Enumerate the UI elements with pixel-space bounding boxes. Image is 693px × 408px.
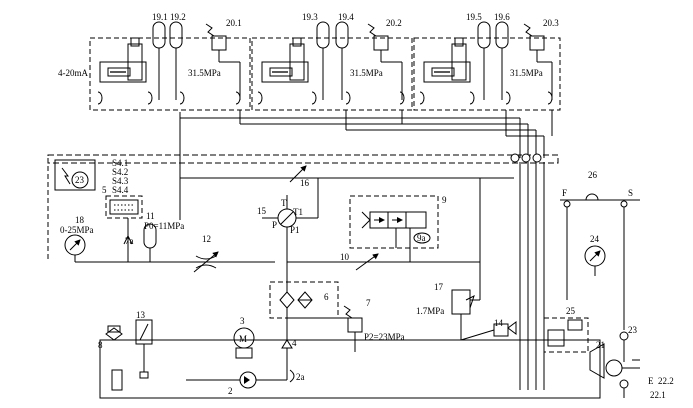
label-11: 11 (146, 211, 155, 221)
label-p: P (272, 220, 277, 230)
label-13: 13 (136, 310, 146, 320)
check-valve-4 (281, 339, 293, 368)
accumulator-unit-3 (413, 21, 561, 111)
label-9a: 9a (417, 233, 426, 243)
label-s4-3: S4.3 (112, 176, 129, 186)
label-22-1: 22.1 (650, 390, 666, 400)
label-26: 26 (588, 170, 598, 180)
label-f: F (562, 188, 567, 198)
label-18-range: 0-25MPa (60, 225, 94, 235)
label-25: 25 (566, 306, 576, 316)
label-s4-4: S4.4 (112, 185, 129, 195)
label-24: 24 (590, 234, 600, 244)
label-t: T (281, 198, 287, 208)
labels: 19.1 19.2 20.1 19.3 19.4 20.2 19.5 19.6 … (58, 12, 674, 400)
label-5: 5 (102, 185, 107, 195)
label-19-5: 19.5 (466, 12, 482, 22)
label-18: 18 (75, 215, 85, 225)
relief-valve-7 (287, 305, 363, 352)
label-4: 4 (292, 338, 297, 348)
label-10: 10 (340, 252, 350, 262)
label-16: 16 (300, 178, 310, 188)
right-side-circuit (543, 193, 640, 398)
label-7: 7 (366, 298, 371, 308)
svg-text:M: M (239, 334, 247, 344)
label-circle-23: 23 (75, 175, 85, 185)
top-manifold-lines (179, 110, 553, 158)
control-line (47, 153, 559, 390)
pressure-line-main (64, 158, 275, 273)
valve-block-9 (349, 195, 439, 262)
label-signal: 4-20mA (58, 68, 88, 78)
label-s: S (628, 188, 633, 198)
label-14: 14 (494, 318, 504, 328)
accumulator-unit-1 (89, 21, 251, 111)
label-20-3: 20.3 (543, 18, 559, 28)
label-19-1: 19.1 (152, 12, 168, 22)
electrical-box-23 (54, 159, 96, 191)
label-21: 21 (596, 340, 605, 350)
label-20-2: 20.2 (386, 18, 402, 28)
label-6: 6 (324, 292, 329, 302)
label-17: 17 (434, 282, 444, 292)
label-p17: 1.7MPa (416, 306, 444, 316)
label-p0: P0=11MPa (144, 221, 184, 231)
accumulator-unit-2 (251, 21, 413, 111)
valve-15 (180, 165, 514, 262)
tank-and-pump: M (99, 319, 601, 399)
label-15: 15 (257, 206, 267, 216)
label-9: 9 (442, 195, 447, 205)
label-s4-1: S4.1 (112, 158, 128, 168)
label-22-2: 22.2 (658, 376, 674, 386)
label-19-2: 19.2 (170, 12, 186, 22)
label-t1: T1 (293, 207, 303, 217)
return-line-10 (287, 178, 481, 271)
label-8: 8 (98, 340, 103, 350)
label-7a: 7a (125, 236, 134, 246)
label-e: E (648, 376, 654, 386)
label-pressure-2: 31.5MPa (350, 68, 383, 78)
label-12: 12 (202, 234, 211, 244)
label-pressure-1: 31.5MPa (188, 68, 221, 78)
label-23: 23 (628, 325, 638, 335)
label-s4-2: S4.2 (112, 167, 128, 177)
label-20-1: 20.1 (226, 18, 242, 28)
label-2a: 2a (296, 372, 305, 382)
label-p1: P1 (290, 225, 300, 235)
label-p2: P2=23MPa (364, 332, 405, 342)
label-3: 3 (240, 316, 245, 326)
switch-panel (105, 195, 143, 219)
label-19-4: 19.4 (338, 12, 354, 22)
label-19-3: 19.3 (302, 12, 318, 22)
label-19-6: 19.6 (494, 12, 510, 22)
label-2: 2 (228, 386, 233, 396)
label-pressure-3: 31.5MPa (510, 68, 543, 78)
relief-valve-17 (451, 262, 517, 341)
